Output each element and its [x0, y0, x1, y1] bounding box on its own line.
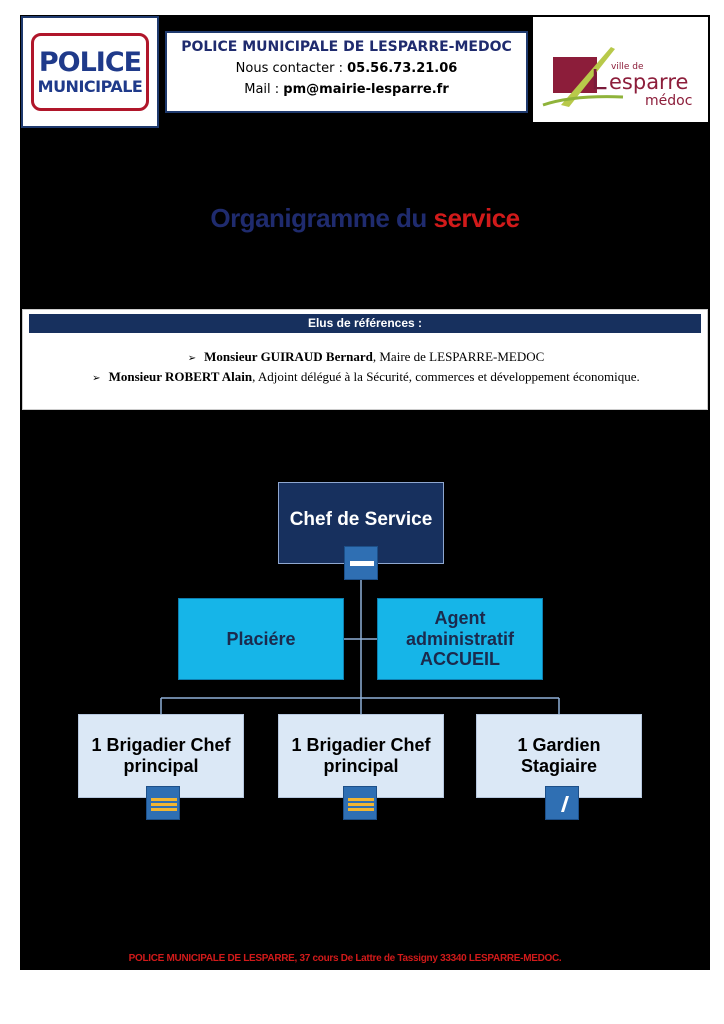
mail-line: Mail : pm@mairie-lesparre.fr: [167, 82, 526, 97]
org-node-brigadier-chef-1: 1 Brigadier Chef principal: [78, 714, 244, 798]
elus-list: ➢ Monsieur GUIRAUD Bernard, Maire de LESP…: [23, 348, 709, 388]
org-node-label-line: Stagiaire: [520, 756, 598, 776]
brigadier-chef-insignia-icon: [146, 786, 180, 820]
grade-insignia-icon: [344, 546, 378, 580]
gardien-insignia-icon: [545, 786, 579, 820]
elu-role: , Adjoint délégué à la Sécurité, commerc…: [252, 369, 640, 384]
police-logo-line2: MUNICIPALE: [37, 77, 143, 96]
contact-line: Nous contacter : 05.56.73.21.06: [167, 61, 526, 76]
org-node-gardien-stagiaire: 1 Gardien Stagiaire: [476, 714, 642, 798]
org-node-brigadier-chef-2: 1 Brigadier Chef principal: [278, 714, 444, 798]
police-logo-line1: POLICE: [38, 47, 142, 78]
org-node-agent-administratif: Agent administratif ACCUEIL: [377, 598, 543, 680]
org-node-label-line: principal: [123, 756, 199, 776]
footer-address: POLICE MUNICIPALE DE LESPARRE, 37 cours …: [128, 953, 562, 964]
mail-prefix: Mail :: [244, 82, 284, 97]
ville-lesparre-logo: ville de L esparre médoc: [542, 47, 692, 109]
page-title-part2: service: [433, 203, 521, 233]
org-node-label-line: 1 Brigadier Chef: [291, 735, 431, 756]
org-node-label: Placiére: [226, 628, 296, 649]
org-node-label: Chef de Service: [289, 509, 433, 531]
ville-logo-initial: L: [591, 63, 607, 96]
brigadier-chef-insignia-icon: [343, 786, 377, 820]
elu-name: Monsieur GUIRAUD Bernard: [204, 349, 373, 364]
arrow-bullet-icon: ➢: [92, 373, 101, 384]
elu-name: Monsieur ROBERT Alain: [108, 369, 253, 384]
ville-lesparre-logo-box: ville de L esparre médoc: [533, 17, 708, 122]
elus-heading: Elus de références :: [29, 314, 701, 333]
ville-logo-name: esparre: [609, 70, 688, 94]
elu-role: , Maire de LESPARRE-MEDOC: [372, 349, 545, 364]
org-node-label-line: principal: [323, 756, 399, 776]
org-node-label-line: administratif: [405, 628, 515, 649]
org-node-label-line: 1 Brigadier Chef: [91, 735, 231, 756]
ville-logo-sub: médoc: [645, 93, 692, 109]
ville-logo-small: ville de: [611, 62, 644, 72]
org-node-label-line: Agent: [434, 607, 486, 628]
header-contact-box: POLICE MUNICIPALE DE LESPARRE-MEDOC Nous…: [165, 31, 528, 113]
page-title: Organigramme du service: [20, 203, 710, 234]
elus-item: ➢ Monsieur ROBERT Alain, Adjoint délégué …: [23, 368, 709, 388]
header-title: POLICE MUNICIPALE DE LESPARRE-MEDOC: [181, 39, 512, 55]
arrow-bullet-icon: ➢: [187, 353, 197, 364]
contact-prefix: Nous contacter :: [235, 61, 348, 76]
org-node-label-line: ACCUEIL: [420, 649, 500, 670]
mail-address: pm@mairie-lesparre.fr: [283, 82, 449, 97]
contact-phone: 05.56.73.21.06: [347, 61, 458, 76]
org-node-placiere: Placiére: [178, 598, 344, 680]
org-node-label-line: 1 Gardien: [517, 735, 601, 756]
page-title-part1: Organigramme du: [210, 203, 434, 233]
elus-references-box: Elus de références : ➢ Monsieur GUIRAUD B…: [22, 309, 708, 410]
police-municipale-logo-box: POLICE MUNICIPALE: [21, 16, 159, 128]
police-municipale-logo: POLICE MUNICIPALE: [31, 33, 149, 111]
elus-item: ➢ Monsieur GUIRAUD Bernard, Maire de LESP…: [23, 348, 709, 368]
